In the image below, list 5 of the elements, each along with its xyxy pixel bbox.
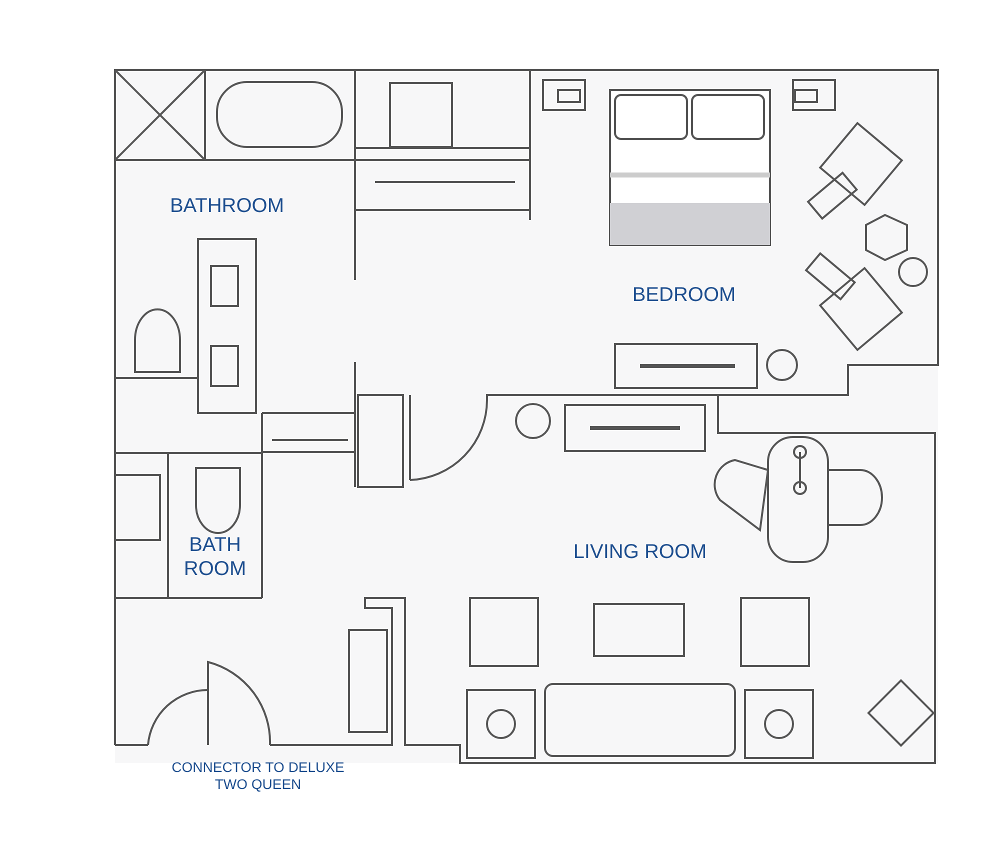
connector-note: CONNECTOR TO DELUXE TWO QUEEN [170, 759, 346, 793]
room-label: BEDROOM [631, 283, 737, 307]
room-label: BATHROOM [168, 194, 286, 218]
room-label: BATH ROOM [182, 533, 248, 581]
room-label: LIVING ROOM [572, 540, 708, 564]
